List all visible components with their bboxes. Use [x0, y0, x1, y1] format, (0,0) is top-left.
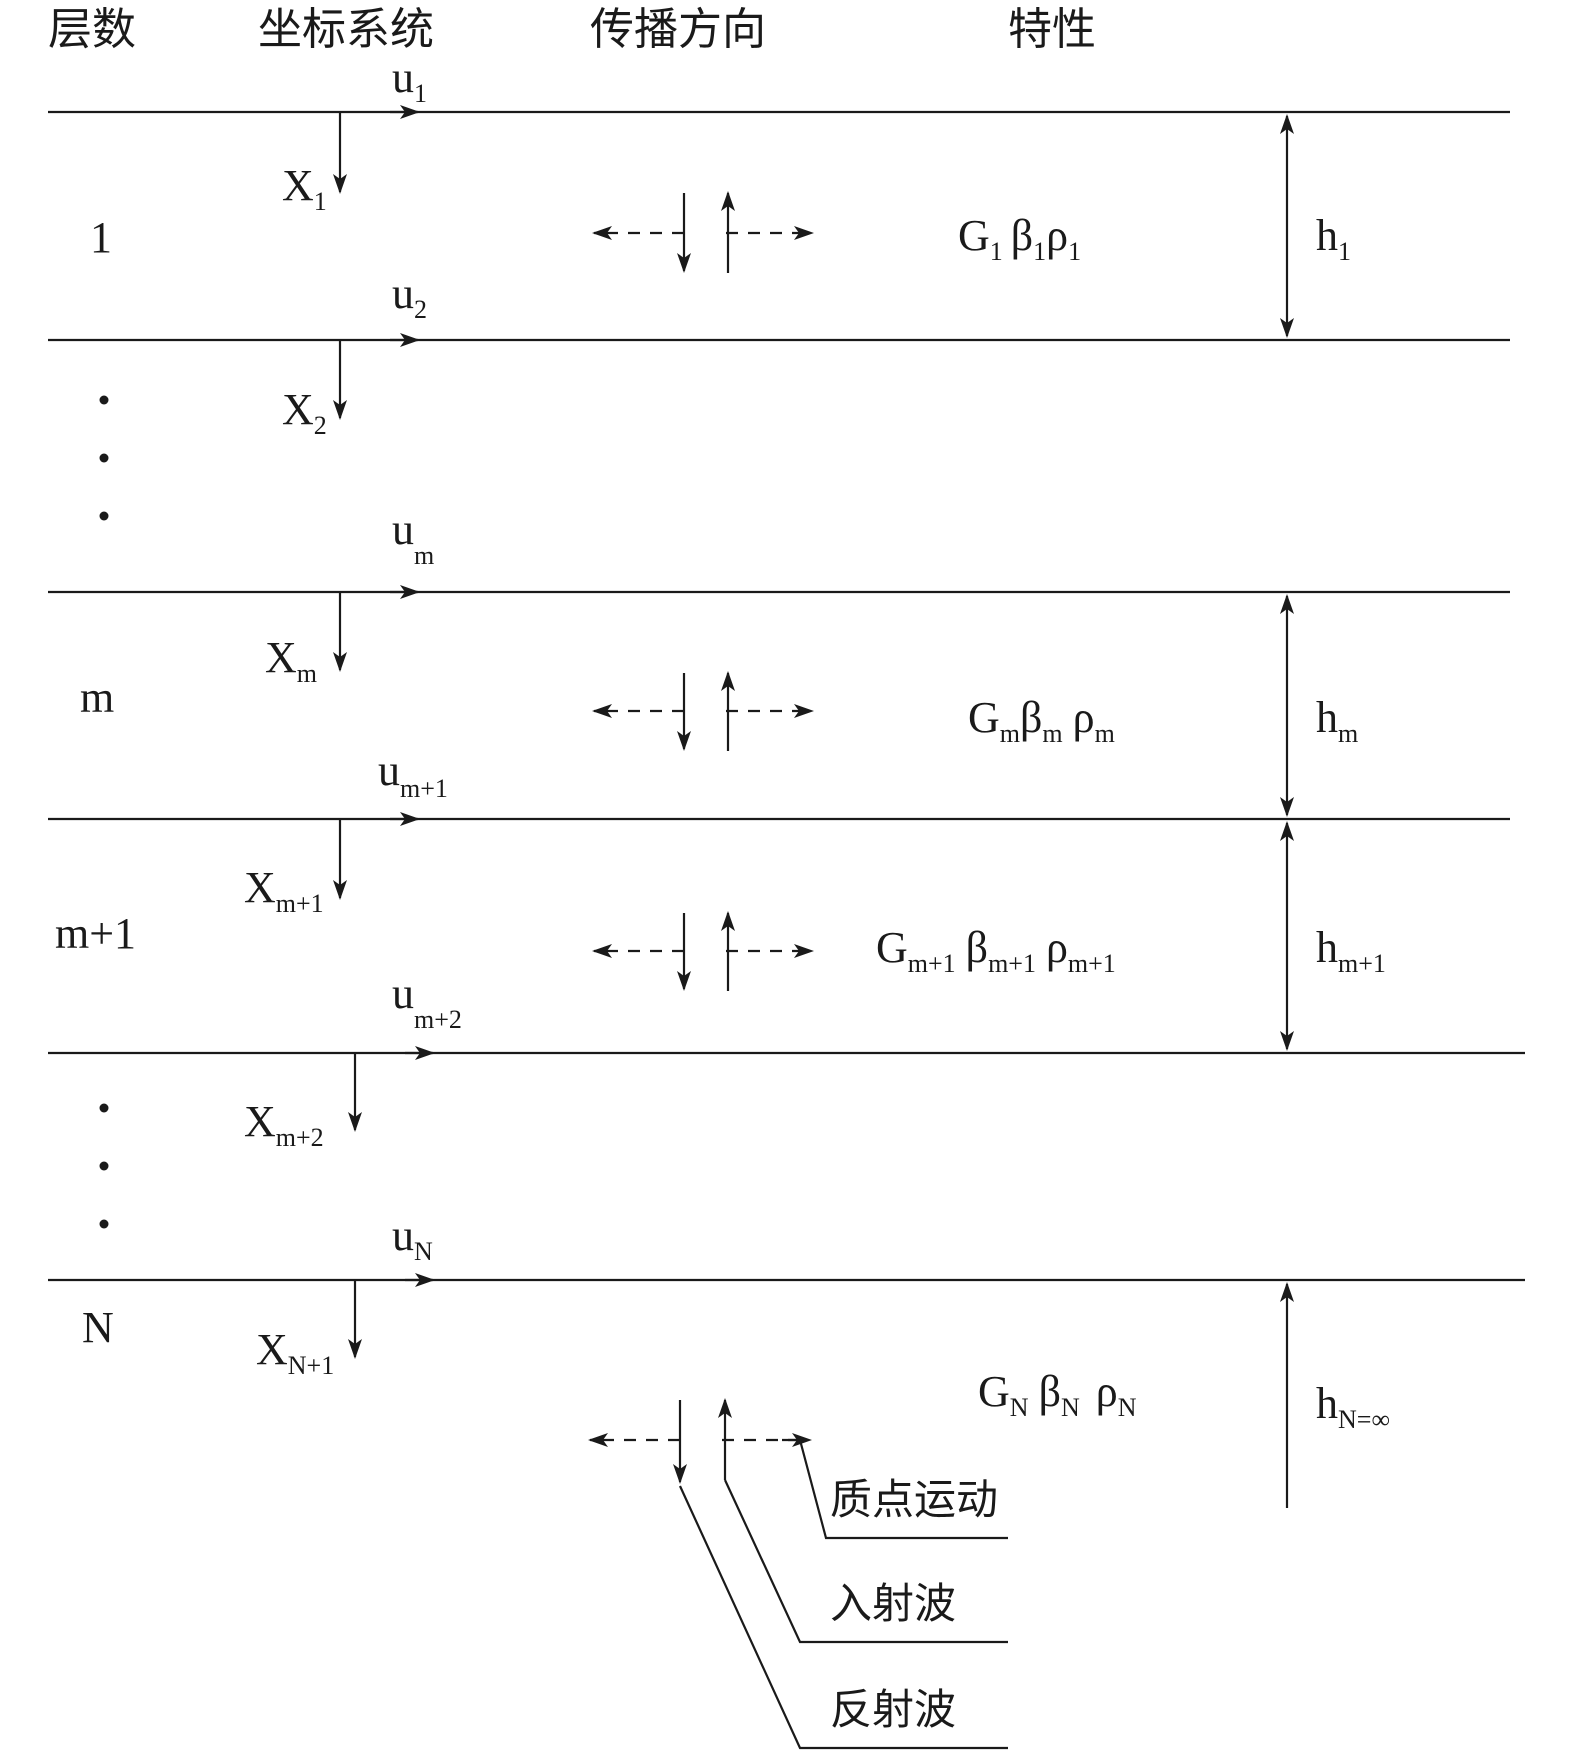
ellipsis-dot	[99, 1103, 109, 1113]
propagation-symbol-layer-n	[588, 1398, 1008, 1750]
layer-label-m: m	[80, 673, 114, 722]
x-label-2: X2	[282, 385, 327, 440]
u-label-m-plus-1: um+1	[378, 746, 448, 803]
legend-particle-motion: 质点运动	[830, 1475, 998, 1524]
u-label-n: uN	[392, 1211, 433, 1266]
propagation-symbol-layer-m	[592, 671, 814, 751]
ellipsis-dot	[99, 1161, 109, 1171]
ellipsis-dot	[99, 453, 109, 463]
header-layers: 层数	[48, 4, 136, 55]
ellipsis-dot	[99, 511, 109, 521]
legend-incident-wave: 入射波	[830, 1579, 956, 1628]
thickness-label-n: hN=∞	[1316, 1379, 1390, 1434]
propagation-symbol-layer-m-plus-1	[592, 911, 814, 991]
leader-reflected-wave	[678, 1485, 1008, 1750]
leader-particle-motion	[782, 1438, 1008, 1540]
thickness-label-m-plus-1: hm+1	[1316, 923, 1386, 978]
ellipsis-dot	[99, 1219, 109, 1229]
layer-label-1: 1	[90, 213, 112, 262]
legend-reflected-wave: 反射波	[830, 1685, 956, 1734]
leader-incident-wave	[724, 1479, 1008, 1644]
ellipsis-dot	[99, 395, 109, 405]
propagation-symbol-layer-1	[592, 191, 814, 273]
thickness-label-1: h1	[1316, 211, 1351, 266]
u-label-m: um	[392, 505, 434, 570]
header-coordinate-system: 坐标系统	[258, 4, 434, 55]
header-properties: 特性	[1008, 4, 1096, 55]
layer-label-m-plus-1: m+1	[55, 909, 136, 958]
x-label-1: X1	[282, 161, 327, 216]
x-label-n-plus-1: XN+1	[256, 1325, 334, 1380]
u-label-m-plus-2: um+2	[392, 969, 462, 1034]
x-label-m: Xm	[265, 633, 317, 688]
layer-label-n: N	[82, 1303, 114, 1352]
u-label-2: u2	[392, 269, 427, 324]
x-label-m-plus-2: Xm+2	[244, 1097, 324, 1152]
header-propagation-direction: 传播方向	[590, 4, 766, 55]
thickness-label-m: hm	[1316, 693, 1358, 748]
x-label-m-plus-1: Xm+1	[244, 863, 324, 918]
u-label-1: u1	[392, 53, 427, 108]
